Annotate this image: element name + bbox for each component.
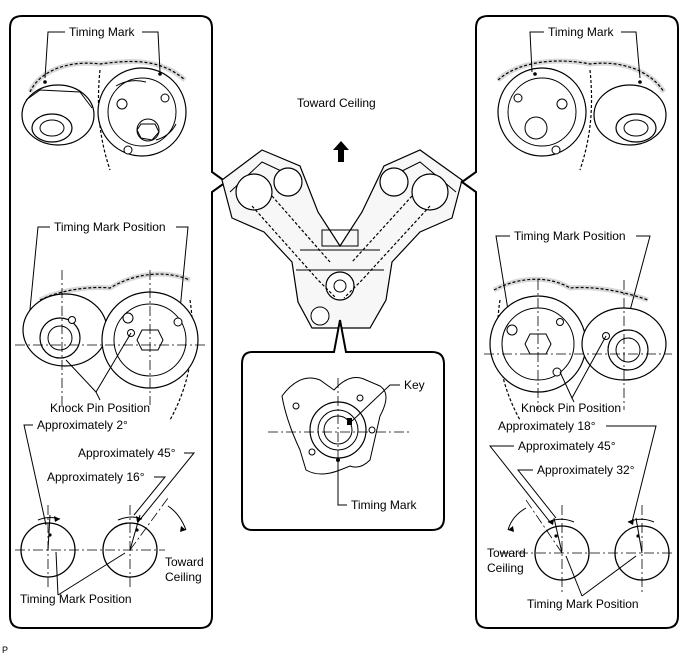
right-angle-detail: Approximately 18° Approximately 45° Appr… <box>487 419 674 611</box>
left-camshaft-sprocket-illustration <box>21 59 187 171</box>
left-approx-2-label: Approximately 2° <box>37 418 128 432</box>
left-angle-detail: Approximately 2° Approximately 45° Appro… <box>15 418 204 606</box>
right-knock-pin-position-label: Knock Pin Position <box>521 401 621 415</box>
crankshaft-detail-panel: Key Timing Mark <box>241 319 445 531</box>
left-timing-mark-position-label: Timing Mark Position <box>54 220 166 234</box>
right-approx-32-label: Approximately 32° <box>537 463 635 477</box>
left-knock-pin-position-label: Knock Pin Position <box>50 401 150 415</box>
left-toward-label: Toward <box>165 555 204 569</box>
right-timing-mark-label: Timing Mark <box>548 25 615 39</box>
corner-code-label: P <box>2 645 8 655</box>
right-timing-mark-position-label: Timing Mark Position <box>514 229 626 243</box>
right-camshaft-sprocket-illustration <box>496 58 667 171</box>
left-timing-mark-position-illustration: Timing Mark Position Knock Pin Position <box>15 220 205 421</box>
left-bottom-timing-mark-position-label: Timing Mark Position <box>20 592 132 606</box>
left-timing-mark-callout: Timing Mark <box>44 25 161 79</box>
left-approx-45-label: Approximately 45° <box>78 446 176 460</box>
up-arrow-icon <box>333 141 349 162</box>
right-bottom-timing-mark-position-label: Timing Mark Position <box>527 597 639 611</box>
right-ceiling-label: Ceiling <box>487 561 524 575</box>
left-bank-panel: Timing Mark Timing Mark Position <box>9 15 228 629</box>
left-approx-16-label: Approximately 16° <box>47 470 145 484</box>
key-label: Key <box>404 378 425 392</box>
left-ceiling-label: Ceiling <box>165 570 202 584</box>
center-timing-mark-label: Timing Mark <box>351 498 418 512</box>
right-approx-45-label: Approximately 45° <box>518 439 616 453</box>
right-bank-panel: Timing Mark Timing Mark Position <box>460 15 679 629</box>
right-toward-label: Toward <box>487 546 526 560</box>
right-timing-mark-callout: Timing Mark <box>529 25 641 79</box>
toward-ceiling-top-label: Toward Ceiling <box>297 96 376 110</box>
left-timing-mark-label: Timing Mark <box>69 25 136 39</box>
right-timing-mark-position-illustration: Timing Mark Position Knock Pin Position <box>484 229 672 421</box>
right-approx-18-label: Approximately 18° <box>498 419 596 433</box>
engine-front-view: Toward Ceiling Key <box>221 96 463 531</box>
